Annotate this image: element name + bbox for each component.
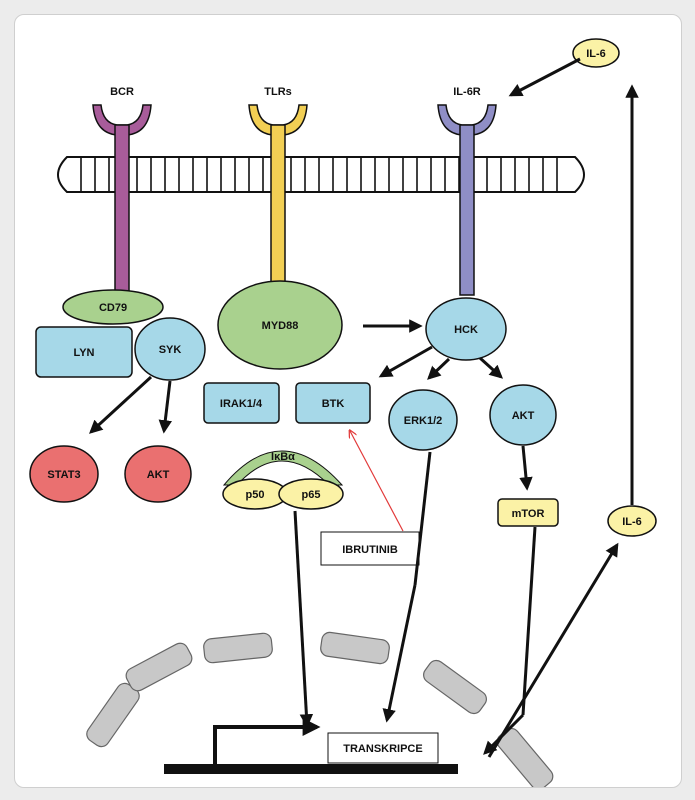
ikba-arc [222, 450, 344, 486]
irak-label: IRAK1/4 [220, 398, 263, 410]
hck-label: HCK [454, 324, 478, 336]
arrow-il6-to-il6r [508, 57, 581, 97]
cd79-node [62, 289, 164, 325]
arrow-hck-to-erk [427, 357, 451, 380]
pathway-diagram: BCR TLRs IL-6R IL-6 CD79 LYN SYK STAT3 A… [29, 38, 657, 787]
mtor-node [497, 498, 559, 527]
bcr-label: BCR [110, 86, 134, 98]
arrow-mtor-line [521, 526, 537, 716]
arrow-erk-line [413, 451, 432, 586]
il6r-label: IL-6R [453, 86, 481, 98]
bcr-receptor: BCR [92, 86, 152, 296]
cell-membrane [57, 156, 585, 193]
arrow-syk-to-akt [158, 380, 172, 434]
syk-label: SYK [159, 344, 182, 356]
myd88-label: MYD88 [262, 320, 299, 332]
diagram-frame: BCR TLRs IL-6R IL-6 CD79 LYN SYK STAT3 A… [14, 14, 682, 788]
stat3-label: STAT3 [47, 469, 80, 481]
akt-left-node [124, 445, 192, 503]
arrow-syk-to-stat3 [89, 375, 153, 434]
stat3-node [29, 445, 99, 503]
arrow-transkripce-to-il6 [487, 542, 619, 758]
p65-node [278, 478, 344, 510]
arrow-ibrutinib-to-btk [350, 431, 404, 532]
akt-right-node [489, 384, 557, 446]
akt-right-label: AKT [512, 410, 535, 422]
mtor-label: mTOR [512, 508, 545, 520]
arrow-erk-to-transkripce [382, 584, 417, 723]
arrow-akt-to-mtor [519, 445, 533, 491]
arrows [89, 57, 639, 758]
il6r-receptor: IL-6R [437, 86, 497, 296]
erk-node [388, 389, 458, 451]
il6-right-label: IL-6 [622, 516, 642, 528]
transkripce-box [327, 732, 439, 764]
erk-label: ERK1/2 [404, 415, 443, 427]
nuclear-envelope [86, 631, 554, 787]
akt-left-label: AKT [147, 469, 170, 481]
hck-node [425, 297, 507, 361]
ikba-label: IκBα [271, 451, 295, 463]
btk-node [295, 382, 371, 424]
il6-top-node [572, 38, 620, 68]
p50-label: p50 [246, 489, 265, 501]
btk-label: BTK [322, 398, 345, 410]
p65-label: p65 [302, 489, 321, 501]
il6-right-node [607, 505, 657, 537]
dna-bar [164, 764, 458, 774]
arrow-hck-to-akt [478, 356, 504, 379]
tlrs-label: TLRs [264, 86, 292, 98]
myd88-node [217, 280, 343, 370]
transkripce-label: TRANSKRIPCE [343, 743, 422, 755]
cd79-label: CD79 [99, 302, 127, 314]
arrow-hck-to-btk [378, 345, 433, 378]
syk-node [134, 317, 206, 381]
lyn-label: LYN [74, 347, 95, 359]
il6-top-label: IL-6 [586, 48, 606, 60]
ibrutinib-label: IBRUTINIB [342, 544, 398, 556]
arrow-nfkb-to-transkripce [293, 510, 314, 728]
ibrutinib-box [320, 531, 420, 566]
promoter-arrow [213, 718, 321, 765]
lyn-node [35, 326, 133, 378]
irak-node [203, 382, 280, 424]
